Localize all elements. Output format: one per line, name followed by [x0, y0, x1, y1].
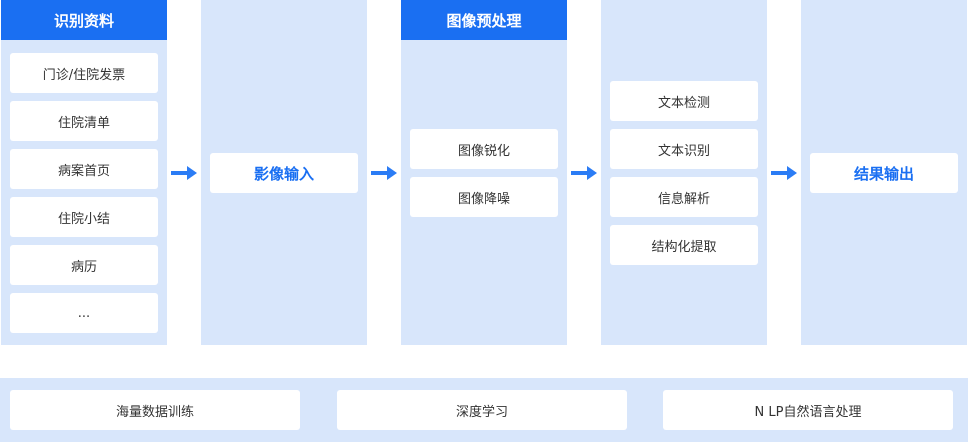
- preprocess-header: 图像预处理: [401, 0, 567, 40]
- input-column: 影像输入: [201, 0, 367, 345]
- preprocess-column: 图像预处理 图像锐化 图像降噪: [401, 0, 567, 345]
- recognition-item: 文本检测: [610, 81, 758, 121]
- recognition-item: 结构化提取: [610, 225, 758, 265]
- arrow-right-icon: [371, 166, 397, 180]
- recognition-item: 信息解析: [610, 177, 758, 217]
- tech-item-data-training: 海量数据训练: [10, 390, 300, 430]
- image-input-box: 影像输入: [210, 153, 358, 193]
- materials-column: 识别资料 门诊/住院发票 住院清单 病案首页 住院小结 病历 ...: [1, 0, 167, 345]
- preprocess-item: 图像降噪: [410, 177, 558, 217]
- material-item-more: ...: [10, 293, 158, 333]
- tech-item-nlp: N LP自然语言处理: [663, 390, 953, 430]
- material-item: 住院清单: [10, 101, 158, 141]
- material-item: 病案首页: [10, 149, 158, 189]
- tech-item-deep-learning: 深度学习: [337, 390, 627, 430]
- arrow-right-icon: [571, 166, 597, 180]
- result-output-box: 结果输出: [810, 153, 958, 193]
- materials-header: 识别资料: [1, 0, 167, 40]
- arrow-right-icon: [171, 166, 197, 180]
- preprocess-item: 图像锐化: [410, 129, 558, 169]
- material-item: 门诊/住院发票: [10, 53, 158, 93]
- material-item: 住院小结: [10, 197, 158, 237]
- recognition-item: 文本识别: [610, 129, 758, 169]
- recognition-column: 文本检测 文本识别 信息解析 结构化提取: [601, 0, 767, 345]
- technology-panel: 海量数据训练 深度学习 N LP自然语言处理: [0, 378, 968, 442]
- material-item: 病历: [10, 245, 158, 285]
- output-column: 结果输出: [801, 0, 967, 345]
- arrow-right-icon: [771, 166, 797, 180]
